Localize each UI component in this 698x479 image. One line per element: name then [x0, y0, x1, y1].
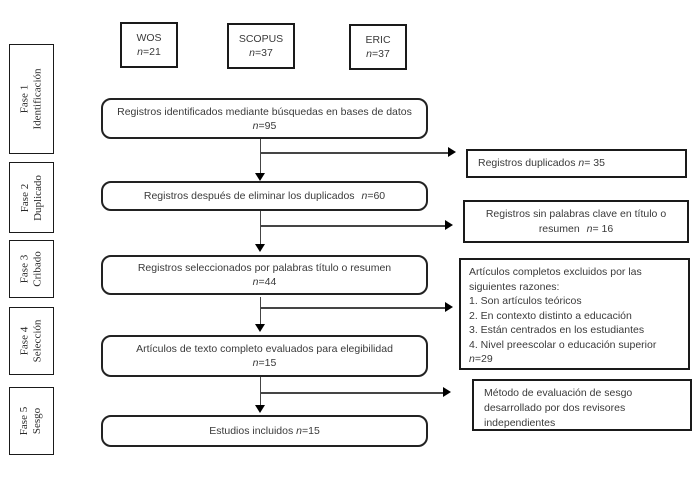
- flow-box-texto-completo: Artículos de texto completo evaluados pa…: [101, 335, 428, 377]
- phase-name: Cribado: [31, 251, 44, 287]
- phase-name: Duplicado: [31, 174, 44, 221]
- side-box-excluidos-razones: Artículos completos excluidos por las si…: [459, 258, 690, 370]
- phase-number: Fase 1: [18, 84, 31, 114]
- exclusion-reason-4: 4. Nivel preescolar o educación superior: [469, 338, 657, 351]
- arrow-down-2-line: [259, 211, 261, 244]
- arrow-down-4-arrowhead-icon: [254, 405, 265, 413]
- flow-box-label: Artículos de texto completo evaluados pa…: [136, 343, 393, 355]
- source-count: n=21: [137, 46, 161, 58]
- phase-name: Selección: [31, 319, 44, 363]
- arrow-down-1-arrowhead-icon: [254, 173, 265, 181]
- arrow-right-1-arrowhead-icon: [448, 147, 456, 158]
- source-count: n=37: [249, 47, 273, 59]
- arrow-down-3-line: [259, 297, 261, 324]
- flow-box-sin-duplicados: Registros después de eliminar los duplic…: [101, 181, 428, 211]
- flow-box-label: Estudios incluidos n=15: [209, 425, 320, 437]
- arrow-right-2-line: [260, 225, 445, 227]
- arrow-right-1-line: [260, 152, 448, 154]
- exclusion-reason-2: 2. En contexto distinto a educación: [469, 309, 632, 322]
- source-name: WOS: [136, 32, 162, 44]
- flow-box-label: Registros identificados mediante búsqued…: [117, 105, 412, 118]
- side-box-text: Registros duplicados n= 35: [478, 157, 605, 170]
- phase-number: Fase 3: [18, 254, 31, 284]
- phase-number: Fase 5: [18, 406, 31, 436]
- phase-name: Identificación: [31, 68, 44, 130]
- arrow-right-3-line: [260, 307, 445, 309]
- side-box-duplicados: Registros duplicados n= 35: [466, 149, 687, 178]
- source-box-scopus: SCOPUS n=37: [227, 23, 295, 69]
- arrow-right-2-arrowhead-icon: [445, 220, 453, 231]
- side-box-metodo-sesgo: Método de evaluación de sesgo desarrolla…: [472, 379, 692, 431]
- flow-box-label: Registros seleccionados por palabras tít…: [137, 262, 392, 274]
- flow-box-count: n=15: [252, 357, 277, 369]
- arrow-right-3-arrowhead-icon: [445, 302, 453, 313]
- side-box-text: Método de evaluación de sesgo desarrolla…: [484, 387, 633, 429]
- exclusion-reason-header: Artículos completos excluidos por las si…: [469, 266, 642, 293]
- flow-box-count: n=44: [252, 276, 277, 288]
- phase-name: Sesgo: [31, 407, 44, 435]
- source-name: SCOPUS: [238, 33, 284, 45]
- arrow-right-4-line: [260, 392, 443, 394]
- source-box-wos: WOS n=21: [120, 22, 178, 68]
- flow-box-seleccionados: Registros seleccionados por palabras tít…: [101, 255, 428, 295]
- flow-box-count: n=95: [252, 119, 277, 132]
- arrow-down-2-arrowhead-icon: [254, 244, 265, 252]
- side-box-sin-palabras-clave: Registros sin palabras clave en título o…: [463, 200, 689, 243]
- source-box-eric: ERIC n=37: [349, 24, 407, 70]
- flow-box-incluidos: Estudios incluidos n=15: [101, 415, 428, 447]
- phase-number: Fase 2: [18, 183, 31, 212]
- source-count: n=37: [366, 48, 390, 60]
- source-name: ERIC: [365, 34, 391, 46]
- side-box-count: n=29: [469, 353, 493, 365]
- exclusion-reason-1: 1. Son artículos teóricos: [469, 295, 582, 307]
- arrow-down-1-line: [259, 139, 261, 173]
- exclusion-reason-3: 3. Están centrados en los estudiantes: [469, 324, 645, 336]
- flow-box-label: Registros después de eliminar los duplic…: [143, 190, 386, 202]
- side-box-text: Registros sin palabras clave en título o…: [485, 208, 667, 235]
- flow-box-identificados: Registros identificados mediante búsqued…: [101, 98, 428, 139]
- phase-number: Fase 4: [18, 326, 31, 356]
- arrow-down-4-line: [259, 377, 261, 405]
- arrow-right-4-arrowhead-icon: [443, 387, 451, 398]
- arrow-down-3-arrowhead-icon: [254, 324, 265, 332]
